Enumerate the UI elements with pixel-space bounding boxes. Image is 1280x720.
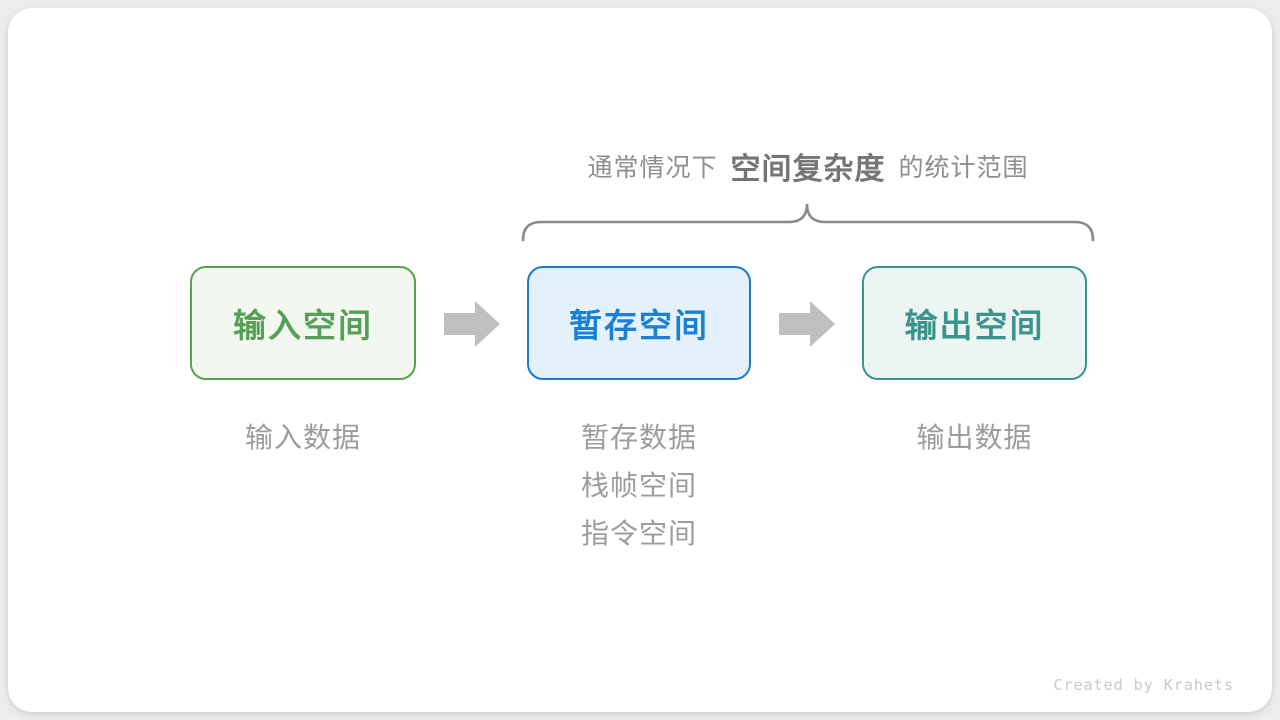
right-arrow-icon [444,301,500,347]
overbrace-icon [521,203,1095,242]
box-output-space-label: 输出空间 [904,307,1045,344]
note-line: 暂存数据 [580,422,697,453]
notes-temp-space: 暂存数据 栈帧空间 指令空间 [527,414,751,558]
watermark-credit: Created by Krahets [1053,676,1234,694]
notes-input-space: 输入数据 [190,414,416,462]
note-line: 输出数据 [916,422,1033,453]
note-line: 指令空间 [580,518,697,549]
title-highlight: 空间复杂度 [730,153,886,186]
box-temp-space-label: 暂存空间 [569,307,709,344]
notes-output-space: 输出数据 [862,414,1087,462]
box-input-space-label: 输入空间 [233,307,373,344]
arrow-temp-to-output [779,301,835,347]
box-temp-space: 暂存空间 [527,266,751,380]
title-suffix: 的统计范围 [898,154,1029,182]
right-arrow-icon [779,301,835,347]
overbrace [518,198,1098,244]
diagram-title: 通常情况下 空间复杂度 的统计范围 [518,144,1098,188]
title-prefix: 通常情况下 [587,154,718,182]
note-line: 输入数据 [244,422,361,453]
note-line: 栈帧空间 [580,470,697,501]
box-output-space: 输出空间 [862,266,1087,380]
box-input-space: 输入空间 [190,266,416,380]
arrow-input-to-temp [444,301,500,347]
